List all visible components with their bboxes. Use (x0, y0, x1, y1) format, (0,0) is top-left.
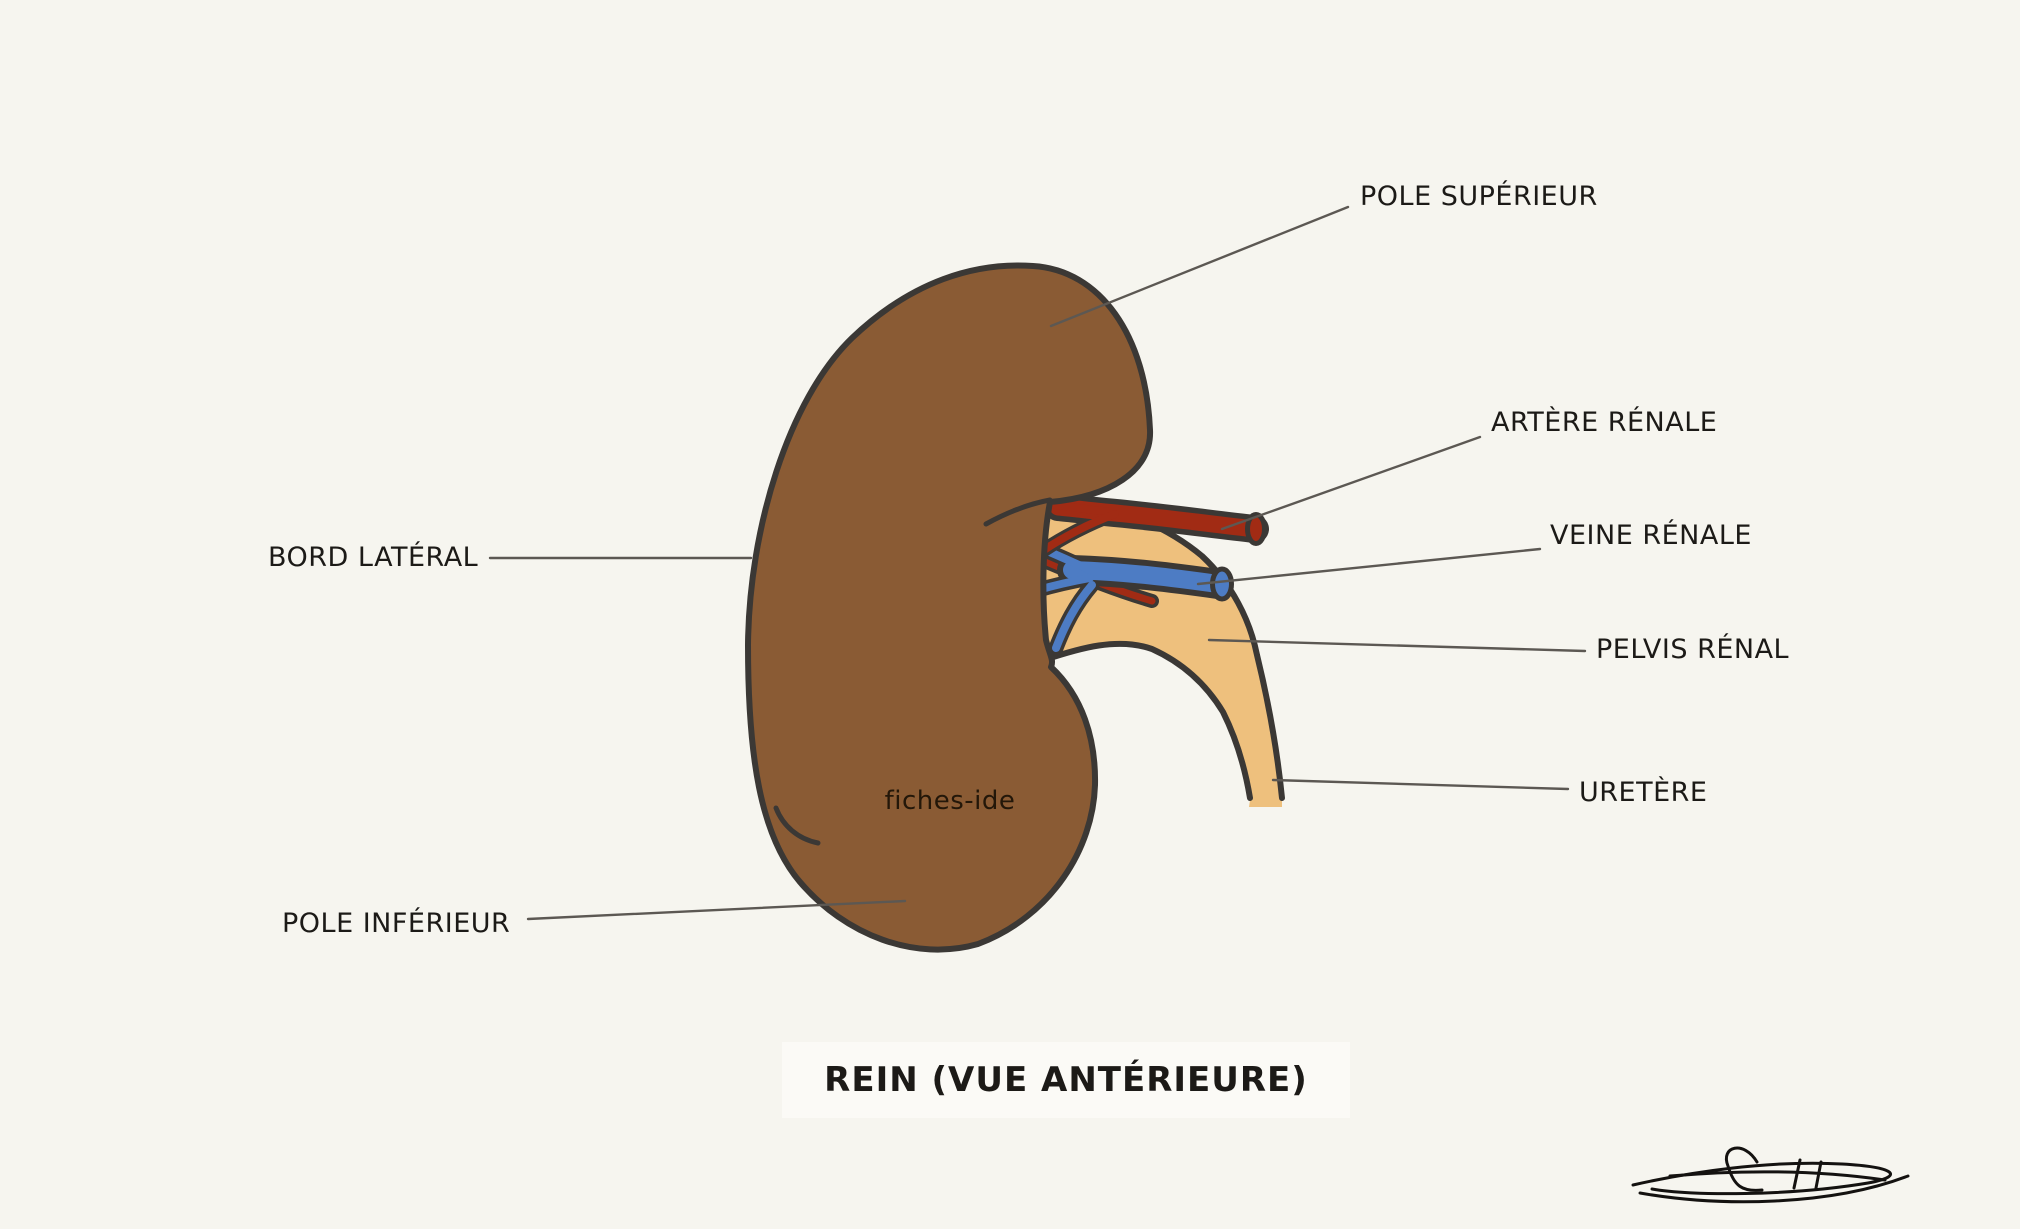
label-uretere: URETÈRE (1579, 777, 1708, 808)
renal-vein-fills (1034, 544, 1227, 652)
leader-line-uretere (1271, 778, 1570, 791)
watermark-text: fiches-ide (884, 786, 1016, 816)
leader-line-veine-renale (1196, 547, 1542, 586)
label-veine-renale: VEINE RÉNALE (1550, 520, 1752, 551)
signature-stroke (1631, 1161, 1892, 1196)
leader-line-pole-superieur (1049, 205, 1350, 328)
leader-lines (488, 205, 1587, 921)
renal-artery-branch2-fill (1040, 510, 1119, 554)
signature-stroke (1668, 1170, 1887, 1182)
leader-line-artere-renale (1220, 435, 1482, 531)
signature-scribble (1631, 1146, 1910, 1204)
signature-stroke (1638, 1174, 1910, 1204)
renal-vein-branch3-fill (1052, 581, 1096, 652)
signature-stroke (1792, 1158, 1802, 1190)
label-pole-inferieur: POLE INFÉRIEUR (282, 908, 511, 939)
diagram-title: REIN (VUE ANTÉRIEURE) (824, 1060, 1308, 1100)
label-pole-superieur: POLE SUPÉRIEUR (1360, 181, 1598, 212)
kidney-shape (745, 262, 1154, 953)
title-panel: REIN (VUE ANTÉRIEURE) (782, 1042, 1350, 1118)
renal-artery-end-cap (1245, 512, 1267, 546)
signature-stroke (1814, 1160, 1823, 1190)
kidney-hilum-lip-line (983, 497, 1053, 527)
leader-line-pole-inferieur (526, 899, 907, 921)
renal-vein-end-cap (1210, 566, 1234, 602)
renal-pelvis-outline-bottom (1041, 640, 1253, 801)
kidney-lower-crease-line (773, 805, 821, 846)
label-pelvis-renal: PELVIS RÉNAL (1596, 634, 1790, 665)
label-bord-lateral: BORD LATÉRAL (268, 542, 479, 573)
label-artere-renale: ARTÈRE RÉNALE (1491, 407, 1718, 438)
signature-stroke (1724, 1146, 1764, 1192)
leader-line-pelvis-renal (1207, 638, 1587, 653)
